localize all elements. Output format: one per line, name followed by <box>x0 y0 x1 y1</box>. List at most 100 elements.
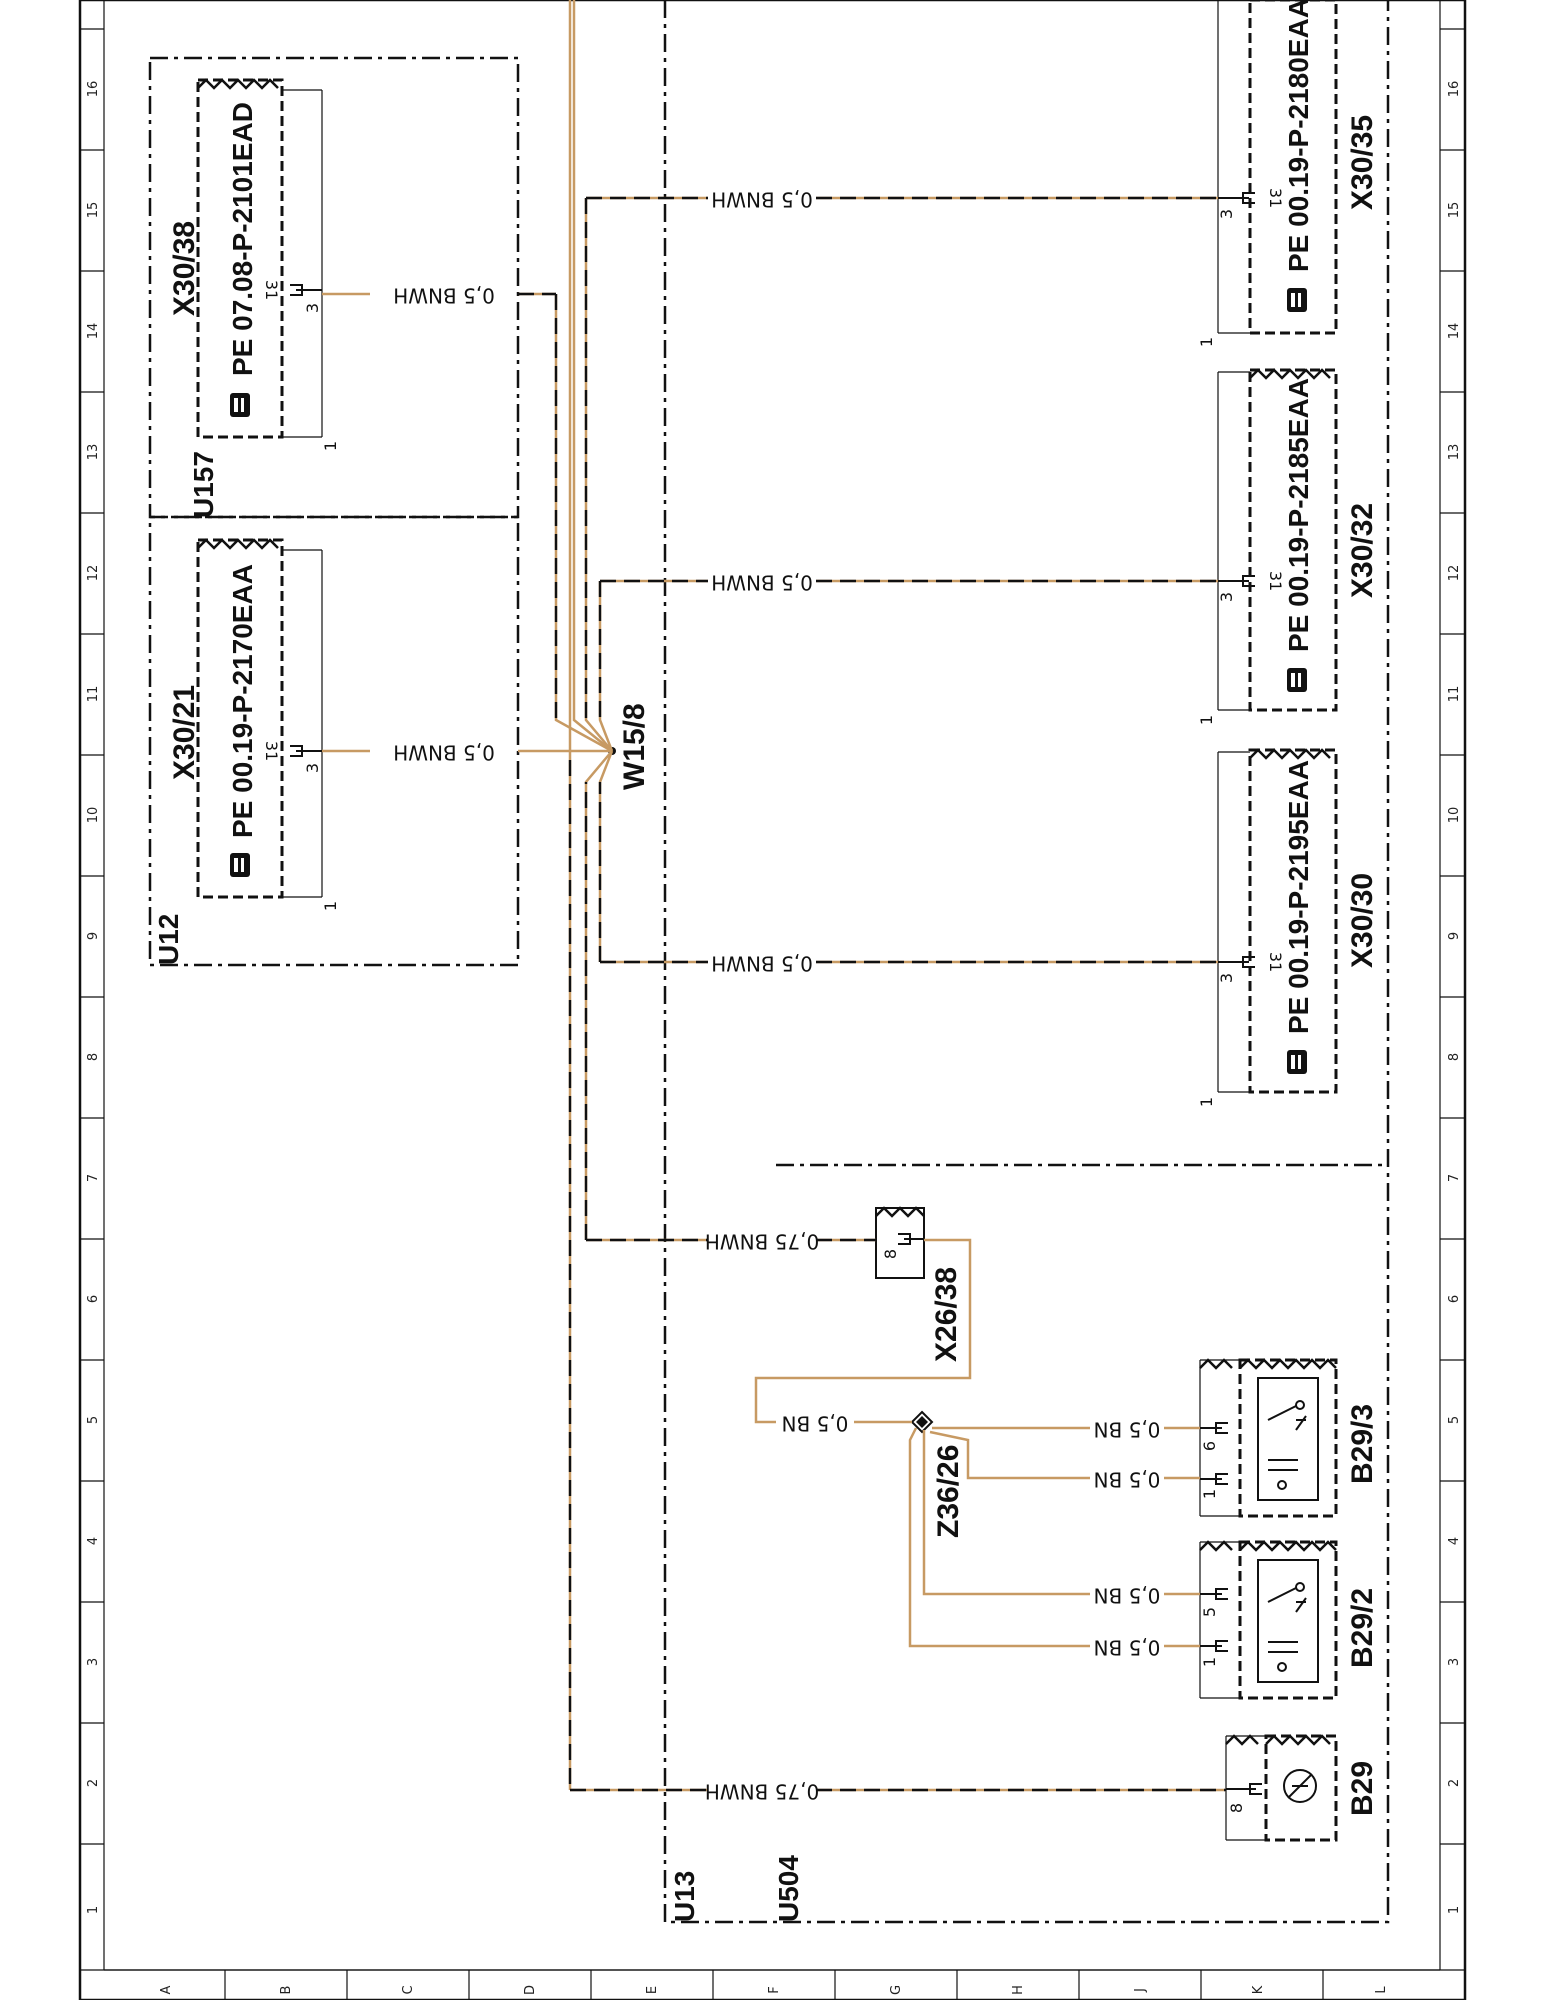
ruler-number: 10 <box>1447 807 1462 824</box>
pointing-hand-icon <box>230 853 250 877</box>
wire-labels: 0,5 BNWH 0,5 BNWH 0,5 BNWH 0,5 BNWH 0,5 … <box>393 188 1160 1804</box>
letter-ticks <box>224 1970 1324 2000</box>
ruler-number: 14 <box>86 323 101 340</box>
ruler-number: 9 <box>86 932 101 940</box>
ruler-number: 12 <box>86 565 101 582</box>
connector-name-label: X30/30 <box>1346 873 1379 968</box>
pin-label: 1 <box>1197 337 1216 347</box>
ruler-number: 12 <box>1447 565 1462 582</box>
connector-pe-label: PE 00.19-P-2180EAA <box>1283 0 1314 272</box>
connector-pe-label: PE 00.19-P-2185EAA <box>1283 378 1314 652</box>
wire-label: 0,5 BN <box>782 1412 849 1436</box>
pin-label: 1 <box>1197 715 1216 725</box>
ruler-number: 6 <box>1447 1295 1462 1303</box>
sensor-name-label: B29 <box>1346 1761 1379 1816</box>
pointing-hand-icon <box>1287 288 1307 312</box>
connector-name-label: X30/21 <box>168 685 201 780</box>
pin-label: 1 <box>321 901 340 911</box>
ruler-number: 8 <box>1447 1053 1462 1061</box>
ruler-number: 16 <box>86 81 101 98</box>
wire-label: 0,5 BN <box>1094 1584 1161 1608</box>
module-u12-label: U12 <box>153 914 184 965</box>
ruler-letter: E <box>645 1986 660 1994</box>
ruler-letter: K <box>1251 1985 1266 1994</box>
ruler-letter: A <box>159 1985 174 1994</box>
splice-z36-26: Z36/26 <box>910 1410 965 1538</box>
sensor-name-label: B29/3 <box>1346 1404 1379 1484</box>
ruler-number: 15 <box>1447 202 1462 219</box>
ruler-letter: L <box>1374 1986 1389 1994</box>
wire-label: 0,5 BNWH <box>393 741 495 765</box>
pin-label: 6 <box>1200 1441 1219 1451</box>
connector-pe-label: PE 00.19-P-2195EAA <box>1283 760 1314 1034</box>
connector-name-label: X30/32 <box>1346 503 1379 598</box>
ruler-number: 3 <box>1447 1658 1462 1666</box>
connector-pe-label: PE 00.19-P-2170EAA <box>227 564 258 838</box>
ruler-numbers-right: 16 15 14 13 12 11 10 9 8 7 6 5 4 3 2 1 <box>1447 81 1462 1914</box>
pin-label: 3 <box>303 303 322 313</box>
ruler-letter: D <box>523 1985 538 1995</box>
pin-label: 31 <box>1266 952 1285 972</box>
ruler-numbers-left: 16 15 14 13 12 11 10 9 8 7 6 5 4 3 2 1 <box>86 81 101 1914</box>
wire-label: 0,5 BN <box>1094 1636 1161 1660</box>
pointing-hand-icon <box>1287 1050 1307 1074</box>
connector-name-label: X26/38 <box>930 1267 963 1362</box>
ruler-number: 9 <box>1447 932 1462 940</box>
pin-label: 1 <box>1200 1489 1219 1499</box>
module-u13-label: U13 <box>669 1871 700 1922</box>
connector-pe-label: PE 07.08-P-2101EAD <box>227 102 258 376</box>
connector-x26-38: 8 X26/38 <box>875 1206 963 1362</box>
connector-x30-30: 31 3 1 PE 00.19-P-2195EAA X30/30 <box>1197 748 1379 1107</box>
pin-label: 5 <box>1200 1607 1219 1617</box>
wire-label: 0,75 BNWH <box>705 1230 819 1254</box>
ruler-number: 13 <box>1447 444 1462 461</box>
pin-label: 1 <box>1200 1657 1219 1667</box>
ruler-number: 4 <box>1447 1537 1462 1545</box>
connector-x30-38: 31 3 1 PE 07.08-P-2101EAD X30/38 <box>168 78 340 451</box>
ruler-number: 11 <box>1447 686 1462 703</box>
ruler-number: 1 <box>1447 1906 1462 1914</box>
wire-label: 0,5 BN <box>1094 1468 1161 1492</box>
ruler-number: 7 <box>86 1174 101 1182</box>
switch-symbol-icon <box>1267 1400 1307 1490</box>
pin-label: 3 <box>1217 592 1236 602</box>
connector-x30-21: 31 3 1 PE 00.19-P-2170EAA X30/21 <box>168 538 340 911</box>
ruler-letters: A B C D E F G H J K L <box>159 1985 1389 1995</box>
sensor-name-label: B29/2 <box>1346 1588 1379 1668</box>
pin-label: 31 <box>262 741 281 761</box>
ruler-number: 13 <box>86 444 101 461</box>
ground-point-w15-8: W15/8 <box>608 703 651 790</box>
connector-name-label: X30/38 <box>168 221 201 316</box>
module-u157-label: U157 <box>188 451 219 518</box>
pin-label: 1 <box>321 441 340 451</box>
ruler-number: 5 <box>86 1416 101 1424</box>
module-u504-label: U504 <box>773 1855 804 1922</box>
pointing-hand-icon <box>1287 668 1307 692</box>
ruler-number: 8 <box>86 1053 101 1061</box>
ruler-number: 7 <box>1447 1174 1462 1182</box>
ground-point-label: W15/8 <box>618 703 651 790</box>
wire-label: 0,5 BNWH <box>711 188 813 212</box>
switch-symbol-icon <box>1267 1582 1307 1672</box>
ruler-number: 11 <box>86 686 101 703</box>
ruler-number: 2 <box>86 1779 101 1787</box>
sensor-b29-2: 5 1 B29/2 <box>1199 1540 1379 1700</box>
connector-name-label: X30/35 <box>1346 115 1379 210</box>
ruler-number: 2 <box>1447 1779 1462 1787</box>
wire-label: 0,5 BN <box>1094 1418 1161 1442</box>
pin-label: 31 <box>1266 571 1285 591</box>
ruler-number: 1 <box>86 1906 101 1914</box>
wire-label: 0,75 BNWH <box>705 1780 819 1804</box>
ruler-letter: J <box>1133 1988 1148 1993</box>
wire-label: 0,5 BNWH <box>393 284 495 308</box>
pin-label: 3 <box>1217 209 1236 219</box>
sensor-b29-3: 6 1 B29/3 <box>1199 1358 1379 1518</box>
pin-label: 8 <box>881 1249 900 1259</box>
ruler-number: 10 <box>86 807 101 824</box>
connector-x30-32: 31 3 1 PE 00.19-P-2185EAA X30/32 <box>1197 368 1379 725</box>
pin-label: 3 <box>303 763 322 773</box>
pointing-hand-icon <box>230 393 250 417</box>
ruler-number: 6 <box>86 1295 101 1303</box>
wire-label: 0,5 BNWH <box>711 952 813 976</box>
